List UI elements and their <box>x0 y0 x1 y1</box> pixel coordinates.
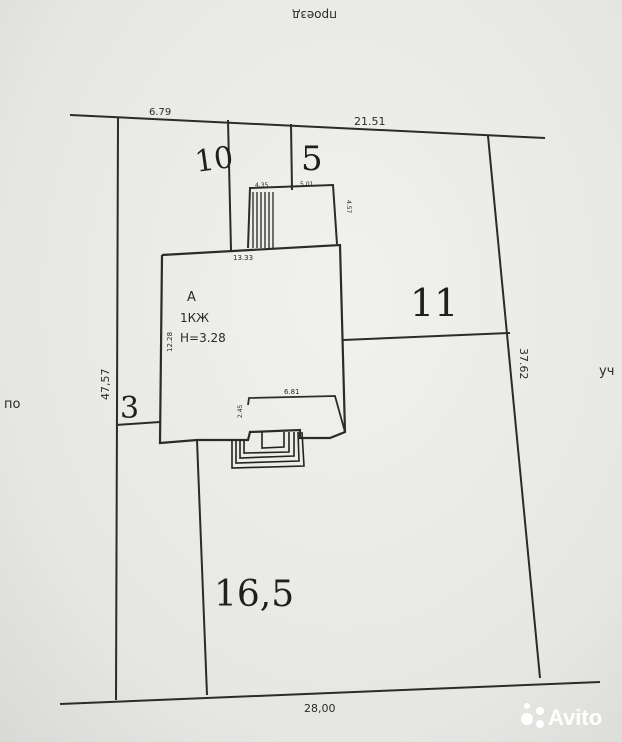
divider-10-5 <box>290 123 293 191</box>
top-porch-outline <box>247 183 338 249</box>
right-boundary-line <box>487 135 541 679</box>
avito-logo-icon <box>521 703 544 728</box>
top-stairs <box>252 192 274 248</box>
parcel-16-5: 16,5 <box>214 574 294 615</box>
dim-porch-top-a: 4.35 <box>255 182 269 189</box>
left-boundary-line <box>115 117 119 701</box>
parcel-11: 11 <box>410 281 458 325</box>
dim-house-top: 13.33 <box>233 254 253 262</box>
label-left-edge: по <box>4 397 20 412</box>
dim-porch-bottom-small: 2.45 <box>237 404 244 418</box>
dim-house-left: 12.28 <box>166 332 174 352</box>
dim-porch-top-b: 5.01 <box>300 181 314 188</box>
dim-left: 47,57 <box>99 369 112 401</box>
top-boundary-line <box>69 114 546 139</box>
house-outline <box>158 243 347 445</box>
building-letter: А <box>187 290 196 305</box>
building-height: Н=3.28 <box>180 331 226 345</box>
bottom-stairs <box>231 431 305 469</box>
bottom-boundary-line <box>59 681 601 705</box>
divider-11 <box>342 332 511 341</box>
bottom-porch-outline <box>247 395 346 433</box>
label-right-edge: уч <box>599 364 614 379</box>
dim-porch-bottom: 6.81 <box>284 388 300 396</box>
parcel-10: 10 <box>193 140 236 180</box>
avito-watermark-text: Avito <box>548 705 602 730</box>
dim-bottom: 28,00 <box>304 702 336 715</box>
dim-top-left: 6.79 <box>149 107 171 118</box>
dim-porch-right: 4.57 <box>345 200 352 214</box>
label-proezd: проезд <box>292 8 337 22</box>
divider-3 <box>115 421 161 426</box>
parcel-5: 5 <box>301 139 323 179</box>
dim-right: 37.62 <box>517 348 530 380</box>
building-type: 1КЖ <box>180 311 209 325</box>
dim-top-right: 21.51 <box>354 115 386 128</box>
avito-watermark: Avito <box>521 703 602 730</box>
divider-16-5 <box>196 439 208 696</box>
divider-10-left <box>227 119 232 251</box>
parcel-3: 3 <box>120 391 139 426</box>
